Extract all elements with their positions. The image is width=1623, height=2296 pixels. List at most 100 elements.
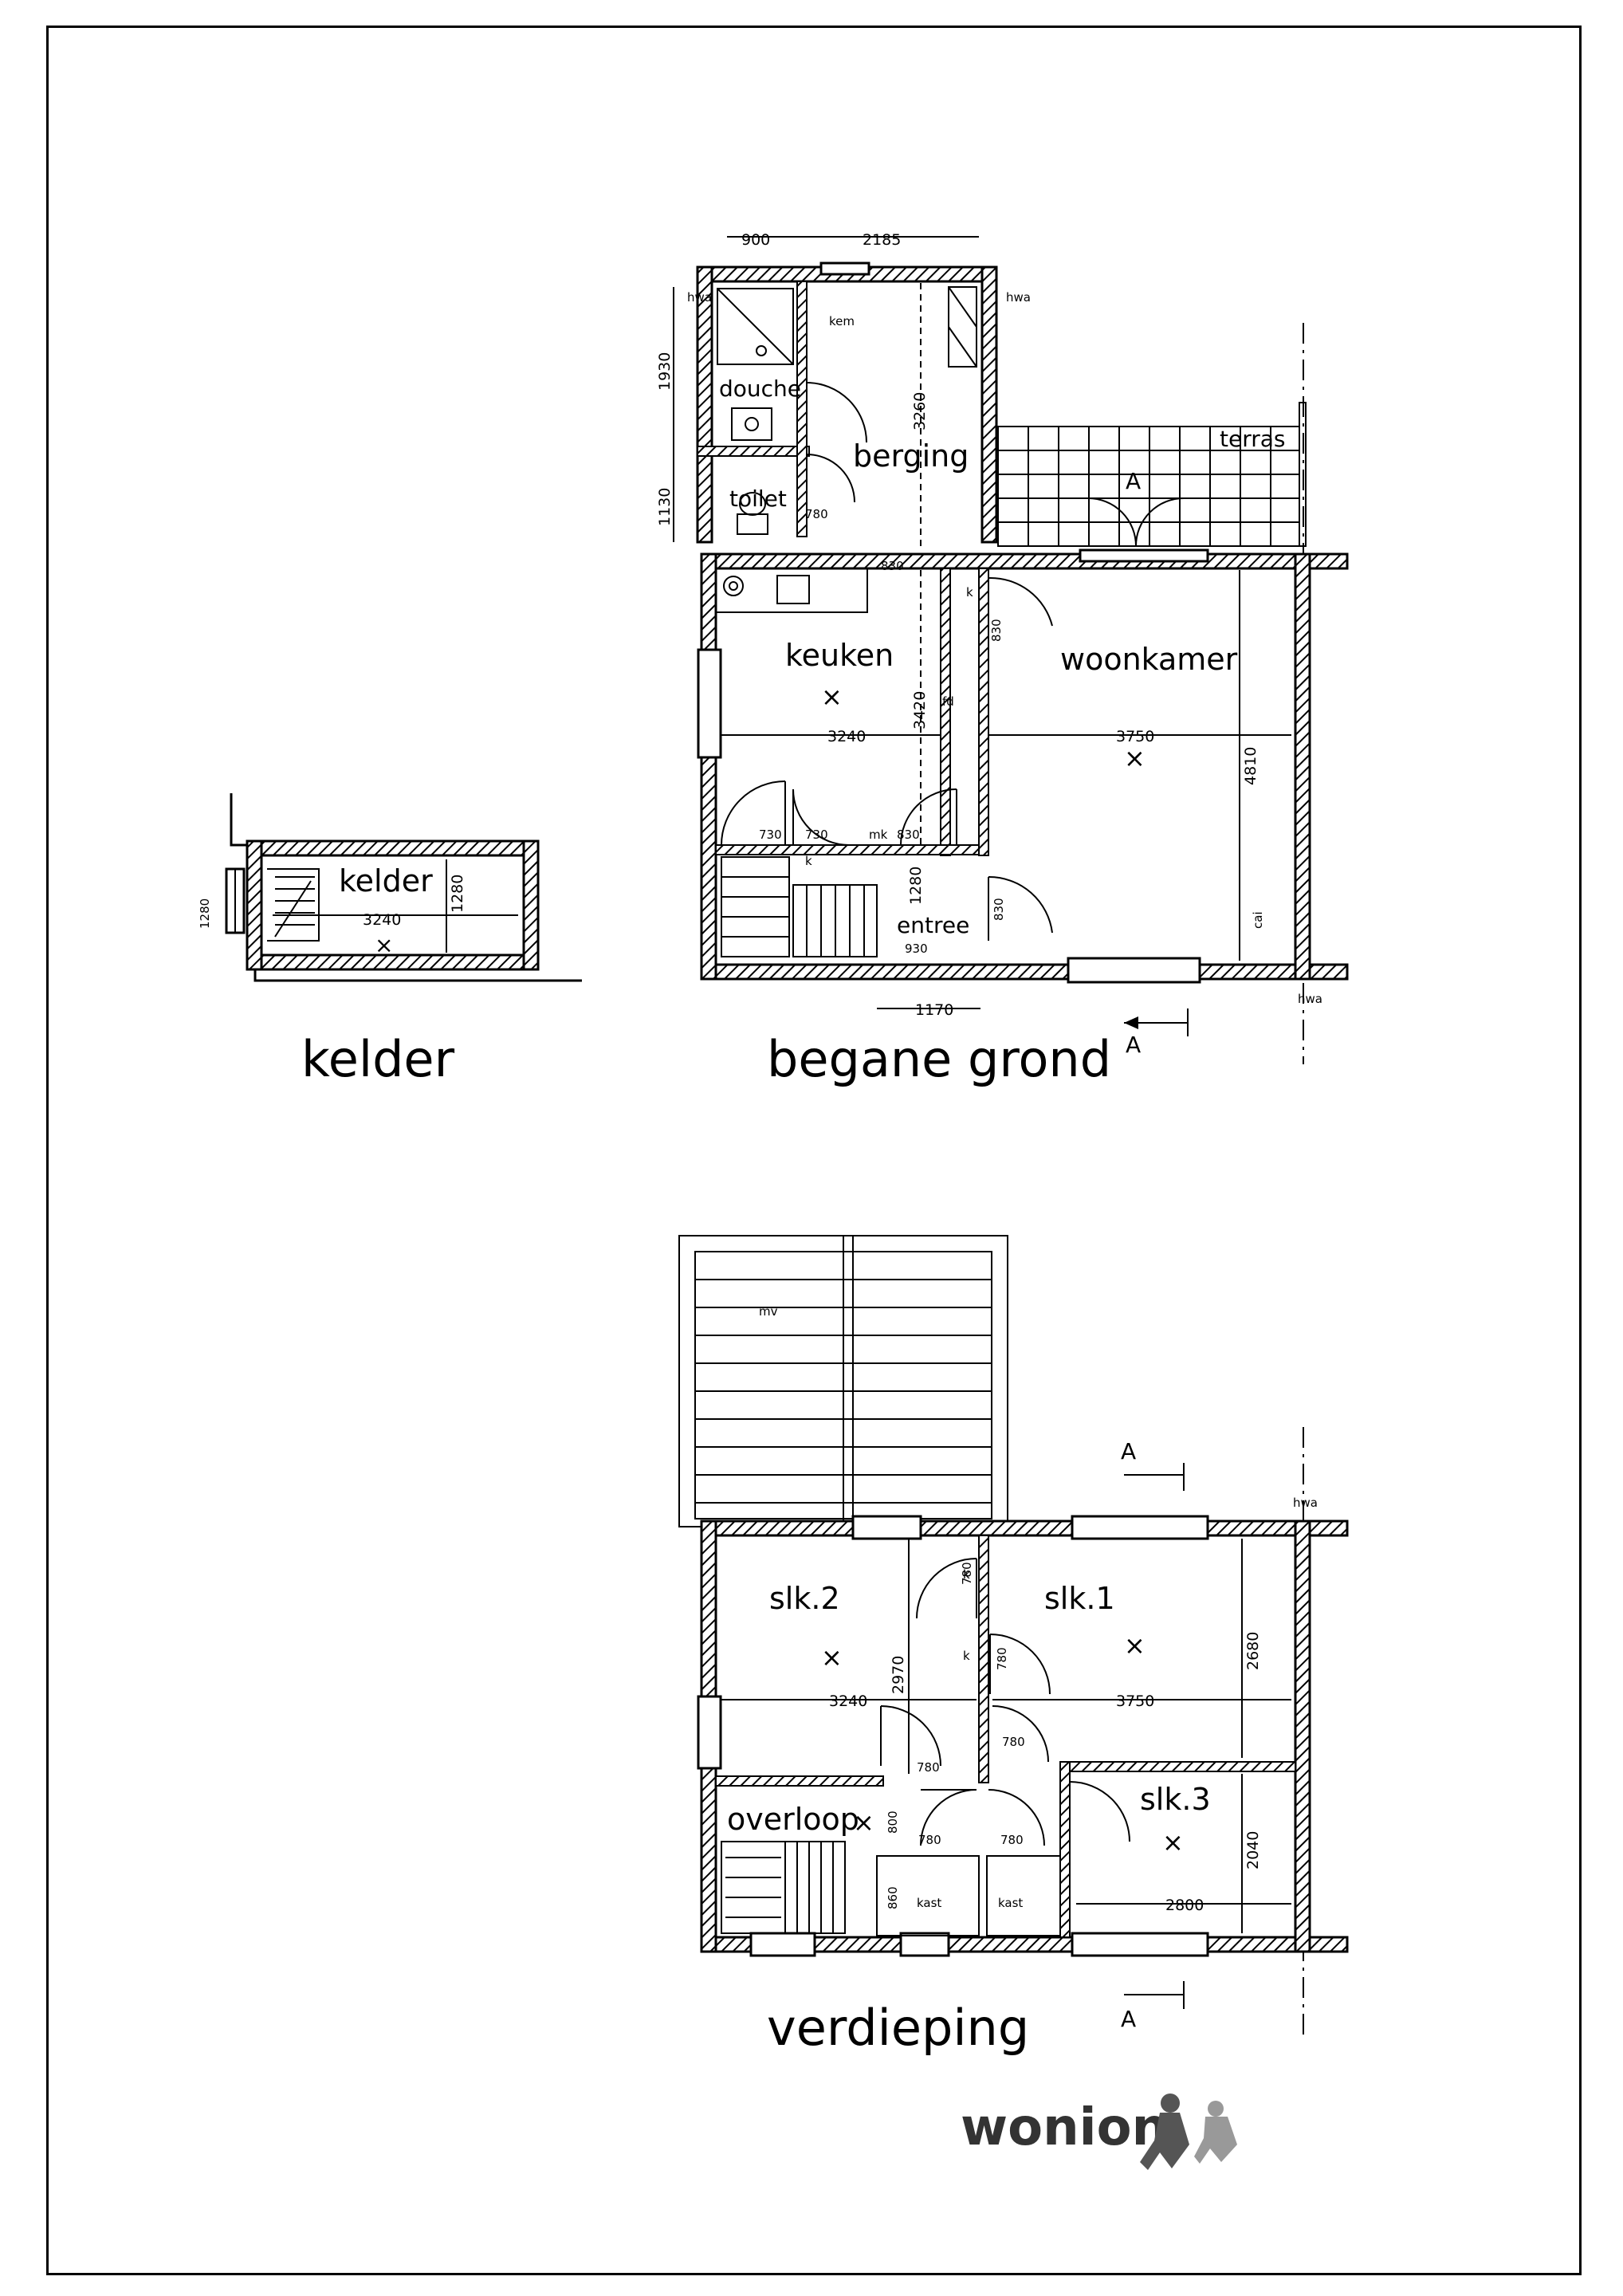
section-marker: A bbox=[1126, 1032, 1141, 1058]
window bbox=[1079, 548, 1209, 563]
roof-annex bbox=[678, 1235, 1008, 1527]
dim-800: 800 bbox=[886, 1810, 900, 1834]
window bbox=[749, 1932, 816, 1957]
sheet-border bbox=[46, 26, 1582, 2275]
room-label-slk3: slk.3 bbox=[1140, 1782, 1211, 1817]
dim-hall-3420: 3420 bbox=[911, 691, 929, 729]
dim-slk2-2970: 2970 bbox=[890, 1656, 907, 1694]
hwa-label: hwa bbox=[687, 290, 712, 305]
shower bbox=[717, 288, 794, 441]
room-label-terras: terras bbox=[1220, 426, 1285, 452]
door-swings bbox=[880, 1558, 1130, 1846]
stair bbox=[721, 856, 878, 957]
wall bbox=[1294, 552, 1311, 981]
wall bbox=[700, 552, 717, 981]
logo-wordmark: wonion bbox=[961, 2098, 1168, 2157]
wall bbox=[700, 963, 1349, 981]
toilet-bowl bbox=[737, 492, 768, 535]
kelder-stair bbox=[267, 868, 320, 942]
dim-front-1170: 1170 bbox=[915, 1001, 953, 1019]
terras-tiles bbox=[997, 426, 1306, 547]
room-label-keuken: keuken bbox=[785, 638, 894, 673]
section-marker: A bbox=[1126, 468, 1141, 494]
kelder-wall bbox=[246, 839, 540, 857]
dim-slk3-2800: 2800 bbox=[1165, 1897, 1204, 1914]
wall bbox=[1059, 1761, 1296, 1772]
dim-door: 780 bbox=[1002, 1735, 1025, 1749]
wall bbox=[978, 568, 989, 856]
dim-door: 780 bbox=[1000, 1833, 1024, 1847]
dim-slk1-2680: 2680 bbox=[1244, 1632, 1262, 1670]
room-label-slk2: slk.2 bbox=[769, 1581, 840, 1616]
wall bbox=[1059, 1761, 1071, 1938]
door-swings bbox=[721, 497, 1185, 941]
hwa-label: hwa bbox=[1006, 290, 1031, 305]
dim-kelder-side: 1280 bbox=[198, 898, 212, 929]
kitchen-counter bbox=[715, 568, 868, 613]
fd-label: fd bbox=[942, 694, 954, 709]
dim-berging-3260: 3260 bbox=[911, 392, 929, 431]
room-label-slk1: slk.1 bbox=[1044, 1581, 1115, 1616]
kast-label: k bbox=[963, 1567, 970, 1582]
window bbox=[851, 1515, 922, 1540]
wall bbox=[700, 552, 1349, 570]
room-label-woonkamer: woonkamer bbox=[1060, 642, 1238, 677]
plan-title-kelder: kelder bbox=[301, 1030, 455, 1088]
dim-door: 730 bbox=[759, 828, 782, 842]
dim-slk2-3240: 3240 bbox=[829, 1693, 867, 1710]
dim-top-2185: 2185 bbox=[863, 231, 901, 249]
dim-top-900: 900 bbox=[741, 231, 770, 249]
wall bbox=[715, 1775, 884, 1787]
dim-slk3-2040: 2040 bbox=[1244, 1831, 1262, 1869]
hwa-label: hwa bbox=[1298, 992, 1322, 1006]
wall bbox=[715, 844, 980, 855]
dim-kelder-height: 1280 bbox=[449, 875, 466, 913]
cai-label: cai bbox=[1251, 911, 1265, 929]
section-marker: A bbox=[1121, 1438, 1136, 1464]
wall bbox=[980, 265, 998, 544]
dim-door: 830 bbox=[992, 898, 1006, 921]
window bbox=[697, 648, 722, 759]
room-label-berging: berging bbox=[853, 438, 969, 474]
window bbox=[1071, 1515, 1209, 1540]
section-marker: A bbox=[1121, 2006, 1136, 2032]
center-mark: × bbox=[1124, 1630, 1146, 1661]
room-label-kelder: kelder bbox=[339, 863, 433, 898]
dim-keuken-3240: 3240 bbox=[827, 728, 866, 745]
kelder-plan: kelder 3240 1280 1280 × kelder bbox=[198, 793, 582, 1088]
begane-grond-plan: 900 2185 1930 1130 douche toilet berging bbox=[656, 231, 1349, 1088]
dim-door: 780 bbox=[995, 1647, 1009, 1670]
logo-figures-icon bbox=[1140, 2094, 1237, 2170]
kast-label: k bbox=[805, 854, 812, 868]
kast-label: k bbox=[966, 585, 973, 600]
room-label-entree: entree bbox=[897, 912, 969, 938]
dim-door: 780 bbox=[917, 1760, 940, 1775]
room-label-kast: kast bbox=[917, 1896, 941, 1910]
window bbox=[819, 261, 870, 276]
wall bbox=[1294, 1520, 1311, 1953]
dim-woonkamer-3750: 3750 bbox=[1116, 728, 1154, 745]
dim-entree-930: 930 bbox=[905, 942, 928, 956]
kelder-wall bbox=[522, 839, 540, 971]
dim-door: 780 bbox=[960, 1562, 974, 1585]
dim-door: 830 bbox=[881, 559, 904, 573]
center-mark: × bbox=[821, 682, 843, 712]
meterkast-label: mk bbox=[869, 828, 888, 842]
window bbox=[1071, 1932, 1209, 1957]
wall bbox=[978, 1535, 989, 1783]
room-label-overloop: overloop bbox=[727, 1802, 859, 1837]
wall bbox=[796, 281, 808, 537]
window bbox=[899, 1932, 950, 1957]
dim-left-1930: 1930 bbox=[656, 352, 674, 391]
room-label-douche: douche bbox=[719, 375, 801, 402]
dim-door: 780 bbox=[805, 507, 828, 521]
dim-860: 860 bbox=[886, 1886, 900, 1909]
window bbox=[697, 1695, 722, 1770]
wonion-logo: wonion bbox=[961, 2094, 1237, 2170]
door-swings bbox=[806, 382, 867, 503]
kast-label: k bbox=[963, 1649, 970, 1663]
plan-title-begane-grond: begane grond bbox=[767, 1030, 1111, 1088]
center-mark: × bbox=[821, 1642, 843, 1673]
plan-title-verdieping: verdieping bbox=[767, 1999, 1029, 2057]
kelder-wall bbox=[246, 839, 263, 971]
